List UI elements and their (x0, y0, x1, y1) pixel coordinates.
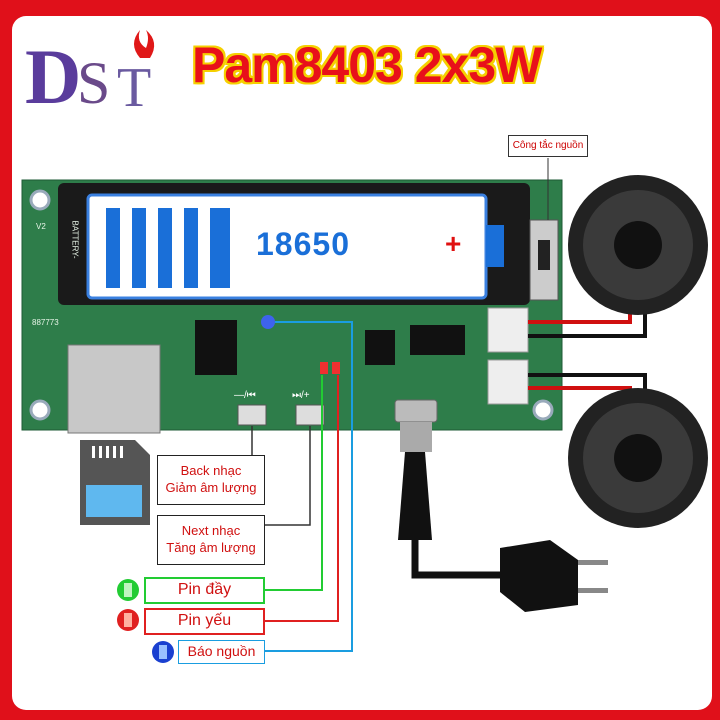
battery-label: 18650 (256, 226, 350, 262)
sd-slot (67, 344, 161, 434)
next-button (295, 404, 325, 426)
speaker-bottom (568, 388, 708, 528)
silk-battery: BATTERY- (70, 220, 80, 259)
silk-next: ⏭/+ (292, 390, 310, 401)
back-callout: Back nhạc Giảm âm lượng (157, 455, 265, 505)
switch-callout: Công tắc nguồn (508, 135, 588, 157)
battery-level-bars (106, 208, 230, 288)
next-callout-line2: Tăng âm lượng (166, 540, 256, 555)
battery-plus: + (445, 228, 462, 259)
led-full-callout: Pin đầy (144, 577, 265, 604)
dst-logo: D S T (25, 30, 155, 113)
led-low-callout: Pin yếu (144, 608, 265, 635)
page-title: Pam8403 2x3W (192, 37, 542, 93)
silk-version: V2 (36, 222, 46, 231)
silk-code: 887773 (32, 318, 59, 327)
svg-text:D: D (25, 33, 81, 113)
svg-text:S: S (77, 50, 110, 113)
next-callout-line1: Next nhạc (181, 523, 241, 538)
back-callout-line1: Back nhạc (180, 463, 242, 478)
sd-card-icon (80, 440, 150, 525)
micro-usb (394, 399, 438, 423)
led-power-callout: Báo nguồn (178, 640, 265, 664)
back-callout-line2: Giảm âm lượng (165, 480, 257, 495)
silk-back: —/⏮ (234, 390, 256, 401)
svg-text:T: T (117, 57, 151, 113)
back-button (237, 404, 267, 426)
next-callout: Next nhạc Tăng âm lượng (157, 515, 265, 565)
speaker-top (568, 175, 708, 315)
power-adapter (500, 540, 608, 612)
